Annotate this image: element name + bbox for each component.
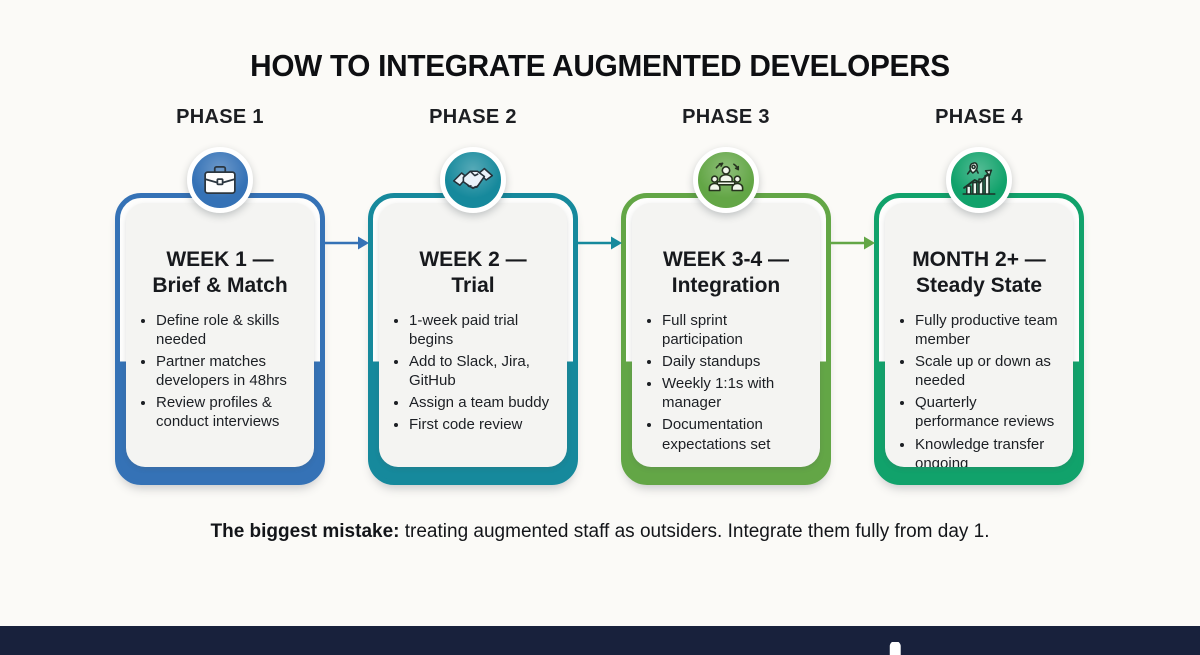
phase-2-label: PHASE 2 [429,106,517,128]
phase-2-title: WEEK 2 — Trial [419,248,527,297]
list-item: Documentation expectations set [662,415,810,453]
list-item: Add to Slack, Jira, GitHub [409,352,557,390]
list-item: 1-week paid trial begins [409,311,557,349]
footer-website: treeshainfotech.com [64,654,238,655]
page-title: HOW TO INTEGRATE AUGMENTED DEVELOPERS [250,48,950,83]
list-item: Daily standups [662,352,810,371]
treesha-logo-icon [889,641,917,655]
phase-3-label: PHASE 3 [682,106,770,128]
arrow-right-icon [831,236,875,250]
phase-4-label: PHASE 4 [935,106,1023,128]
phase-2-card: WEEK 2 — Trial 1-week paid trial begins … [368,193,578,485]
arrow-right-icon [578,236,622,250]
growth-rocket-icon [946,147,1012,213]
phase-1-bullets: Define role & skills needed Partner matc… [126,311,314,431]
phase-2-column: PHASE 2 [368,106,578,485]
phase-4-card: MONTH 2+ — Steady State Fully productive… [874,193,1084,485]
list-item: Scale up or down as needed [915,352,1063,390]
list-item: Define role & skills needed [156,311,304,349]
phase-4-title: MONTH 2+ — Steady State [912,248,1046,297]
list-item: Fully productive team member [915,311,1063,349]
list-item: Knowledge transfer ongoing [915,435,1063,468]
footer-brand: TREESHA INFOTECH [887,641,1155,655]
phase-1-label: PHASE 1 [176,106,264,128]
team-sync-icon [693,147,759,213]
arrow-right-icon [325,236,369,250]
phase-1-column: PHASE 1 WEEK 1 — [115,106,325,485]
phase-3-title: WEEK 3-4 — Integration [662,248,790,297]
phase-2-bullets: 1-week paid trial begins Add to Slack, J… [379,311,567,434]
list-item: Review profiles & conduct interviews [156,393,304,431]
phase-4-bullets: Fully productive team member Scale up or… [885,311,1073,467]
takeaway-text: The biggest mistake: treating augmented … [210,521,990,542]
list-item: Assign a team buddy [409,393,557,412]
phase-3-column: PHASE 3 [621,106,831,485]
phase-4-column: PHASE 4 [874,106,1084,485]
list-item: Full sprint participation [662,311,810,349]
footer-bar: treeshainfotech.com TREESHA INFOTECH [0,626,1200,655]
briefcase-icon [187,147,253,213]
phases-area: PHASE 1 WEEK 1 — [0,106,1200,485]
phase-3-bullets: Full sprint participation Daily standups… [632,311,820,453]
list-item: Partner matches developers in 48hrs [156,352,304,390]
list-item: First code review [409,415,557,434]
phase-1-card: WEEK 1 — Brief & Match Define role & ski… [115,193,325,485]
phase-1-title: WEEK 1 — Brief & Match [152,248,288,297]
handshake-icon [440,147,506,213]
phase-3-card: WEEK 3-4 — Integration Full sprint parti… [621,193,831,485]
list-item: Quarterly performance reviews [915,393,1063,431]
list-item: Weekly 1:1s with manager [662,374,810,412]
